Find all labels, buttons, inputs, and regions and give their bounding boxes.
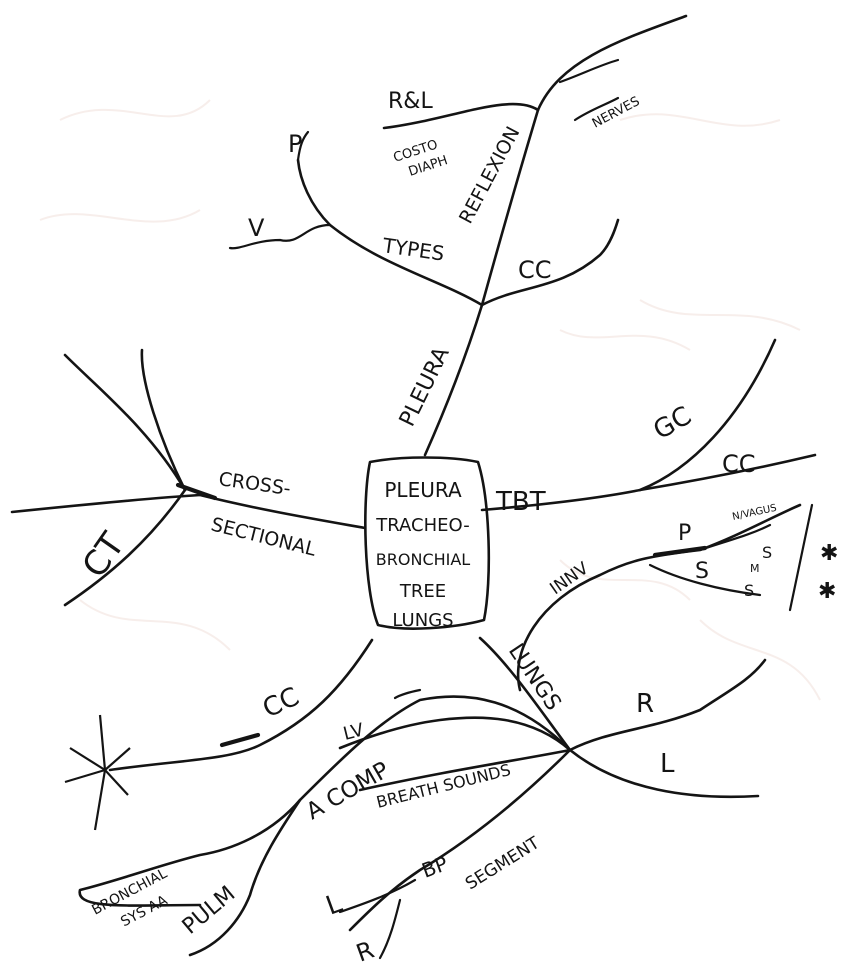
label-l-lung: L bbox=[660, 749, 675, 779]
center-line-4: TREE bbox=[399, 581, 446, 602]
label-p-right: P bbox=[678, 521, 691, 546]
label-segment: SEGMENT bbox=[462, 833, 544, 894]
background-bleed-through bbox=[39, 99, 821, 701]
branch-tbt: TBT GC CC bbox=[480, 338, 817, 517]
label-v: V bbox=[248, 214, 265, 242]
label-r-and-l: R&L bbox=[388, 89, 433, 114]
label-cc-right: CC bbox=[722, 450, 756, 478]
center-line-2: TRACHEO- bbox=[375, 515, 469, 536]
label-bp: BP bbox=[419, 851, 451, 882]
center-box bbox=[364, 456, 491, 630]
label-cc-top: CC bbox=[518, 256, 552, 284]
label-cross-2: SECTIONAL bbox=[209, 514, 319, 561]
label-m-small: M bbox=[750, 562, 760, 575]
center-line-3: BRONCHIAL bbox=[376, 550, 471, 569]
label-p-top: P bbox=[288, 130, 302, 158]
star-cluster-icon bbox=[64, 714, 131, 831]
label-star-1: ✱ bbox=[820, 541, 838, 566]
label-breath-sounds: BREATH SOUNDS bbox=[374, 760, 512, 812]
label-s-small-2: S bbox=[744, 581, 754, 600]
label-lungs: LUNGS bbox=[503, 639, 566, 715]
label-tbt: TBT bbox=[495, 487, 546, 517]
label-cross-1: CROSS- bbox=[217, 468, 292, 500]
label-r-bottom: R bbox=[352, 936, 377, 968]
label-reflexion: REFLEXION bbox=[455, 123, 524, 227]
label-bronchial-sys-aa: BRONCHIALSYS AA bbox=[89, 866, 181, 940]
label-costo-diaph: COSTODIAPH bbox=[392, 136, 450, 183]
label-r-lung: R bbox=[636, 689, 654, 719]
label-s-small: S bbox=[762, 543, 772, 562]
branch-pleura: PLEURA TYPES V P REFLEXION R&L COSTODIAP… bbox=[228, 14, 688, 457]
label-l-bottom: L bbox=[322, 888, 346, 921]
branch-innervation: INNV P S N/VAGUS S M S ✱ ✱ bbox=[516, 503, 838, 692]
branch-lungs: LUNGS R L BREATH SOUNDS A COMP LV SEGMEN… bbox=[78, 636, 767, 968]
label-innervation: INNV bbox=[546, 558, 592, 599]
label-cc-bottom: CC bbox=[258, 682, 304, 725]
branch-cross-sectional: CROSS- SECTIONAL CT bbox=[10, 348, 367, 607]
center-line-1: PLEURA bbox=[384, 478, 462, 502]
label-gc: GC bbox=[649, 401, 697, 446]
label-ct: CT bbox=[75, 526, 133, 586]
label-pleura: PLEURA bbox=[395, 343, 455, 430]
label-pulm: PULM bbox=[178, 881, 240, 939]
center-line-5: LUNGS bbox=[392, 610, 453, 631]
label-star-2: ✱ bbox=[818, 579, 836, 604]
label-s-right: S bbox=[695, 559, 709, 584]
